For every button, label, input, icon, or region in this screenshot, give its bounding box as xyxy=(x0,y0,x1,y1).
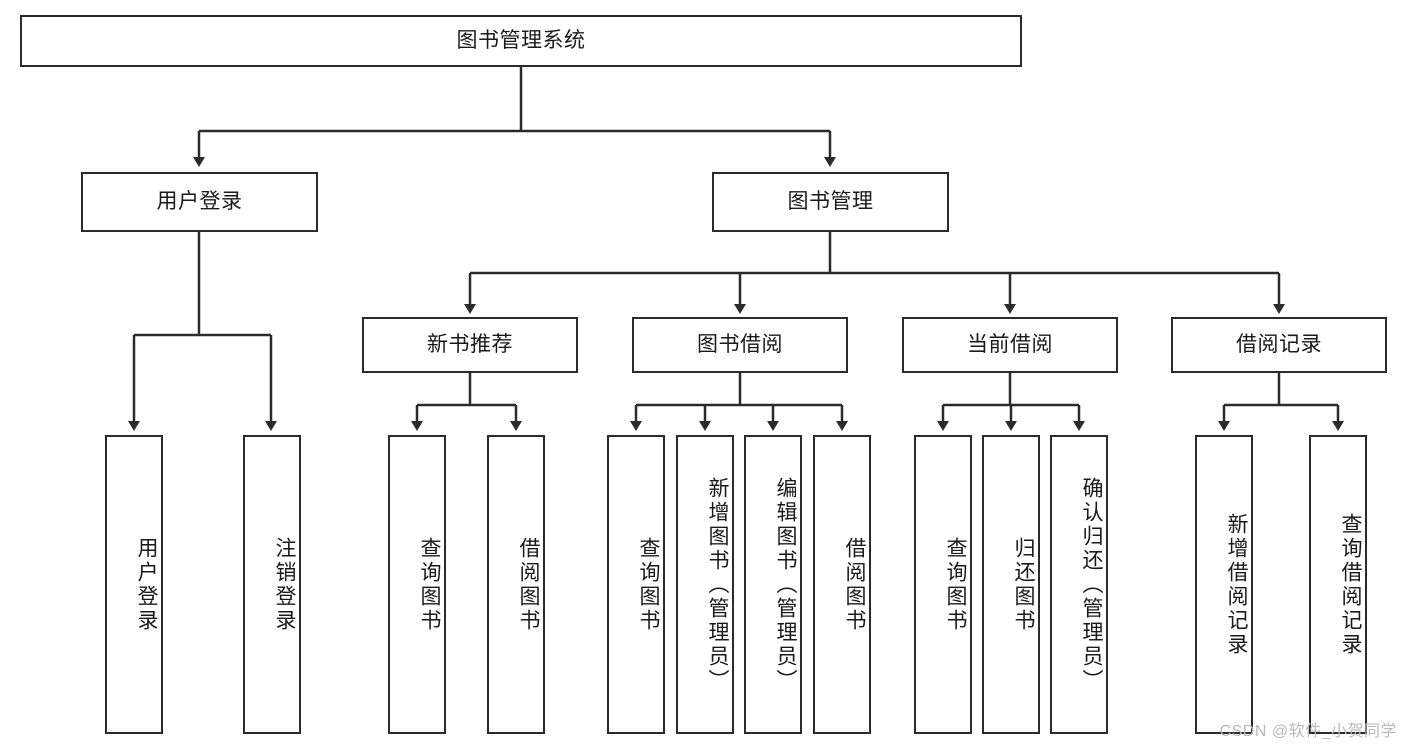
connector-bookborrow-to-leaves xyxy=(630,373,848,431)
node-label: 借阅记录 xyxy=(1236,333,1322,357)
node-label: 编辑图书（管理员） xyxy=(774,476,797,693)
node-book-borrow[interactable]: 图书借阅 xyxy=(632,317,848,373)
node-root-system[interactable]: 图书管理系统 xyxy=(20,15,1022,67)
node-leaf-edit-book[interactable]: 编辑图书（管理员） xyxy=(744,435,802,734)
node-label: 图书管理系统 xyxy=(456,29,586,53)
node-leaf-return-book[interactable]: 归还图书 xyxy=(982,435,1040,734)
connector-root-to-level2 xyxy=(193,67,836,167)
node-borrow-record[interactable]: 借阅记录 xyxy=(1171,317,1387,373)
csdn-watermark: CSDN @软件_小贺同学 xyxy=(1219,723,1397,740)
node-label: 当前借阅 xyxy=(967,333,1053,357)
connector-userlogin-to-leaves xyxy=(128,232,277,431)
node-leaf-confirm-return[interactable]: 确认归还（管理员） xyxy=(1050,435,1108,734)
node-leaf-borrow-book-1[interactable]: 借阅图书 xyxy=(487,435,545,734)
node-label: 图书管理 xyxy=(787,190,874,214)
node-label: 借阅图书 xyxy=(517,536,540,633)
connector-borrowrecord-to-leaves xyxy=(1218,373,1344,431)
node-label: 确认归还（管理员） xyxy=(1080,476,1103,693)
node-leaf-user-login[interactable]: 用户登录 xyxy=(105,435,163,734)
node-leaf-borrow-book-2[interactable]: 借阅图书 xyxy=(813,435,871,734)
node-current-borrow[interactable]: 当前借阅 xyxy=(902,317,1118,373)
connector-currentborrow-to-leaves xyxy=(937,373,1085,431)
connector-bookmanage-to-level3 xyxy=(464,232,1285,314)
node-leaf-query-record[interactable]: 查询借阅记录 xyxy=(1309,435,1367,734)
node-label: 查询图书 xyxy=(637,536,660,633)
node-label: 新增借阅记录 xyxy=(1225,512,1248,657)
node-user-login[interactable]: 用户登录 xyxy=(81,172,318,232)
node-leaf-query-book-1[interactable]: 查询图书 xyxy=(388,435,446,734)
node-label: 图书借阅 xyxy=(697,333,783,357)
node-label: 新增图书（管理员） xyxy=(706,476,729,693)
node-label: 新书推荐 xyxy=(427,333,513,357)
node-leaf-query-book-2[interactable]: 查询图书 xyxy=(607,435,665,734)
node-book-manage[interactable]: 图书管理 xyxy=(712,172,949,232)
node-label: 查询借阅记录 xyxy=(1339,512,1362,657)
node-label: 用户登录 xyxy=(135,536,158,633)
node-leaf-add-book[interactable]: 新增图书（管理员） xyxy=(676,435,734,734)
node-label: 查询图书 xyxy=(418,536,441,633)
node-leaf-add-record[interactable]: 新增借阅记录 xyxy=(1195,435,1253,734)
node-label: 注销登录 xyxy=(273,536,296,633)
node-label: 用户登录 xyxy=(156,190,243,214)
node-new-book-rec[interactable]: 新书推荐 xyxy=(362,317,578,373)
node-label: 借阅图书 xyxy=(843,536,866,633)
node-leaf-logout[interactable]: 注销登录 xyxy=(243,435,301,734)
node-label: 归还图书 xyxy=(1012,536,1035,633)
node-leaf-query-book-3[interactable]: 查询图书 xyxy=(914,435,972,734)
node-label: 查询图书 xyxy=(944,536,967,633)
connector-newbook-to-leaves xyxy=(411,373,522,431)
